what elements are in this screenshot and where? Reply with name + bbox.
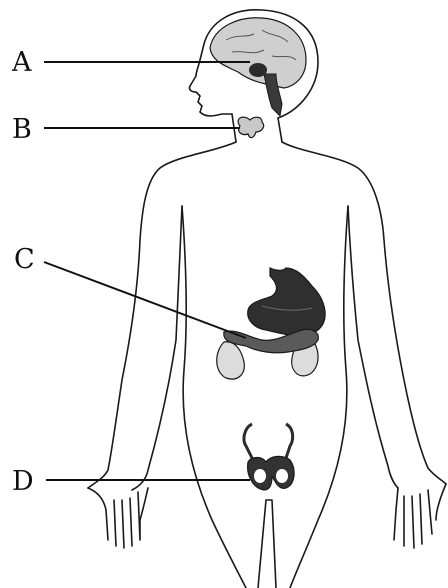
right-inner-arm (348, 206, 398, 488)
testes-reproductive (244, 424, 294, 490)
left-torso-side (182, 206, 246, 588)
right-hand (394, 484, 446, 548)
label-b: B (12, 114, 32, 145)
inner-legs (258, 500, 276, 588)
label-a: A (11, 47, 32, 78)
label-c: C (14, 244, 35, 275)
left-shoulder-arm (88, 142, 236, 488)
label-c-leader (44, 262, 246, 338)
brain (210, 18, 306, 116)
left-hand (88, 488, 148, 548)
neck-right (278, 118, 282, 142)
label-d: D (12, 466, 34, 497)
right-torso-side (290, 206, 348, 588)
thyroid (238, 117, 263, 138)
stomach (248, 268, 325, 335)
